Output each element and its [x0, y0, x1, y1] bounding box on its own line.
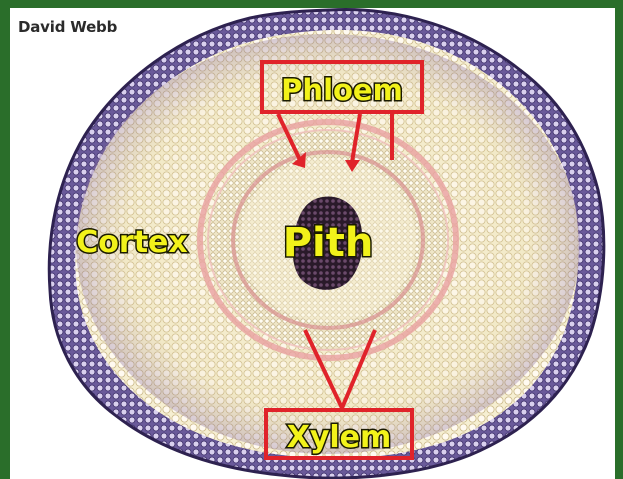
cortex-label: Cortex	[76, 225, 187, 260]
xylem-label: Xylem	[287, 420, 392, 455]
phloem-label: Phloem	[281, 73, 403, 107]
pith-label: Pith	[283, 220, 374, 266]
photo-credit: David Webb	[18, 18, 117, 36]
